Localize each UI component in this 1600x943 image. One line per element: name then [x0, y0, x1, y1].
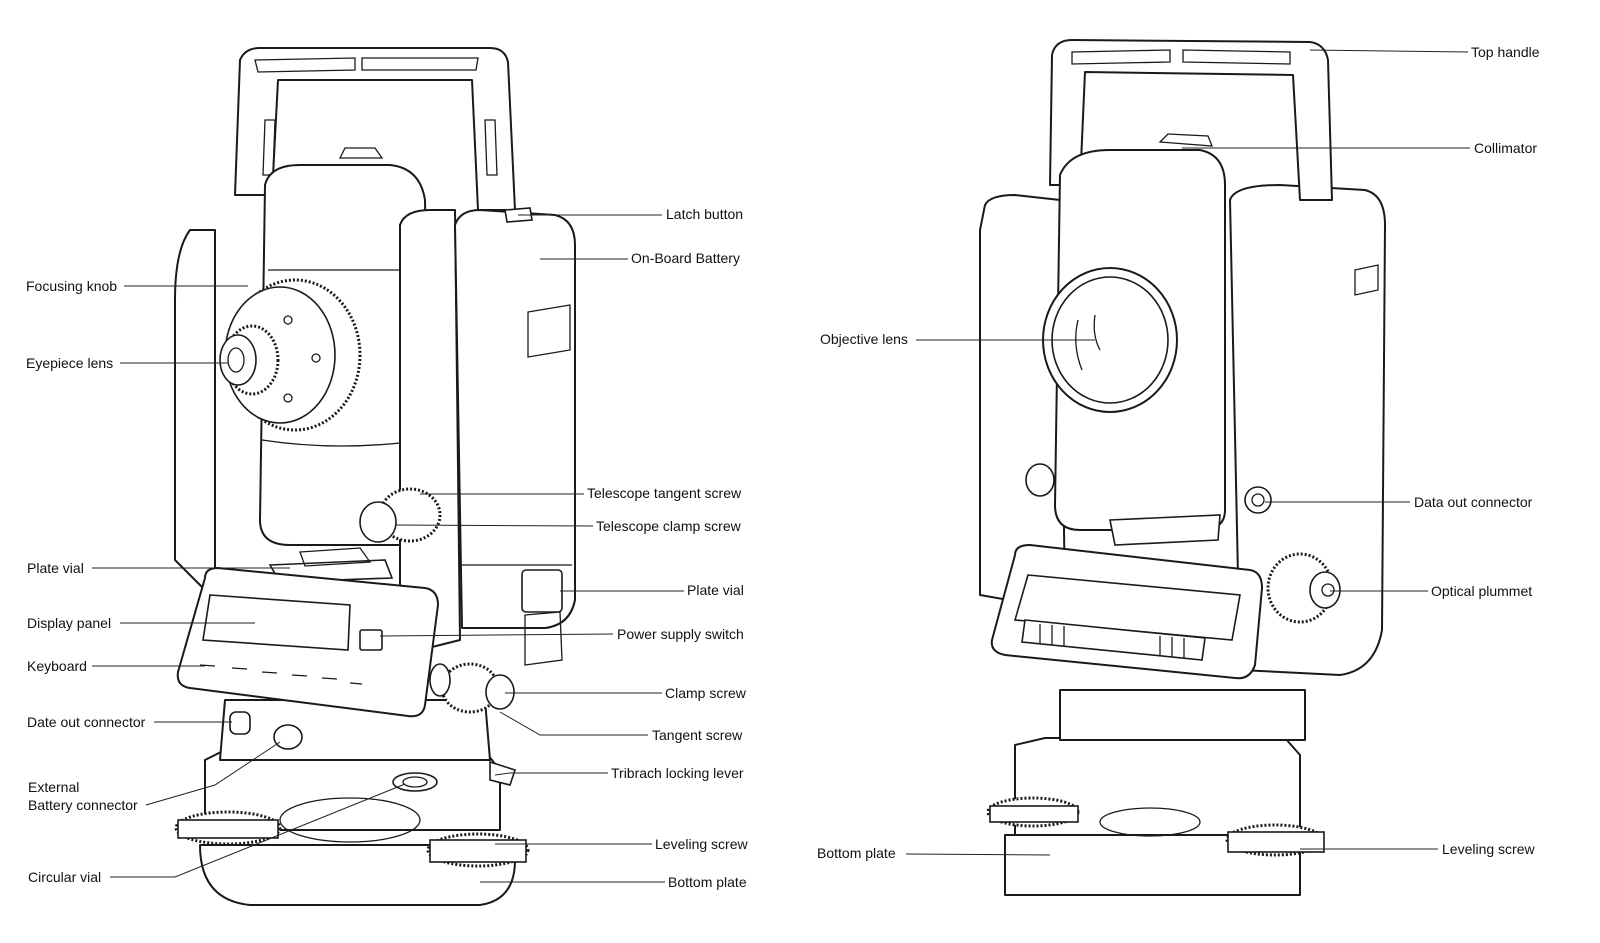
back-view-labels: Top handle Collimator Objective lens Dat…: [817, 44, 1540, 861]
label-top-handle: Top handle: [1471, 44, 1540, 60]
label-external-battery-line1: External: [28, 779, 79, 795]
label-latch-button: Latch button: [666, 206, 743, 222]
label-plate-vial-left: Plate vial: [27, 560, 84, 576]
label-onboard-battery: On-Board Battery: [631, 250, 740, 266]
label-date-out-connector: Date out connector: [27, 714, 146, 730]
label-display-panel: Display panel: [27, 615, 111, 631]
label-data-out-connector: Data out connector: [1414, 494, 1533, 510]
label-keyboard: Keyboard: [27, 658, 87, 674]
front-view-labels: Latch button On-Board Battery Focusing k…: [26, 206, 748, 890]
label-optical-plummet: Optical plummet: [1431, 583, 1532, 599]
front-instrument-drawing: [174, 47, 576, 906]
label-leveling-screw-back: Leveling screw: [1442, 841, 1535, 857]
label-collimator: Collimator: [1474, 140, 1537, 156]
label-clamp-screw: Clamp screw: [665, 685, 747, 701]
label-circular-vial: Circular vial: [28, 869, 101, 885]
leader-lines: [92, 49, 1470, 883]
label-bottom-plate-back: Bottom plate: [817, 845, 896, 861]
label-eyepiece-lens: Eyepiece lens: [26, 355, 113, 371]
label-leveling-screw-front: Leveling screw: [655, 836, 748, 852]
label-objective-lens: Objective lens: [820, 331, 908, 347]
label-telescope-tangent-screw: Telescope tangent screw: [587, 485, 742, 501]
label-bottom-plate-front: Bottom plate: [668, 874, 747, 890]
label-power-supply-switch: Power supply switch: [617, 626, 744, 642]
label-focusing-knob: Focusing knob: [26, 278, 117, 294]
label-telescope-clamp-screw: Telescope clamp screw: [596, 518, 742, 534]
back-instrument-drawing: [979, 39, 1386, 896]
label-external-battery-line2: Battery connector: [28, 797, 138, 813]
label-plate-vial-right: Plate vial: [687, 582, 744, 598]
label-tribrach-locking-lever: Tribrach locking lever: [611, 765, 744, 781]
label-tangent-screw: Tangent screw: [652, 727, 743, 743]
